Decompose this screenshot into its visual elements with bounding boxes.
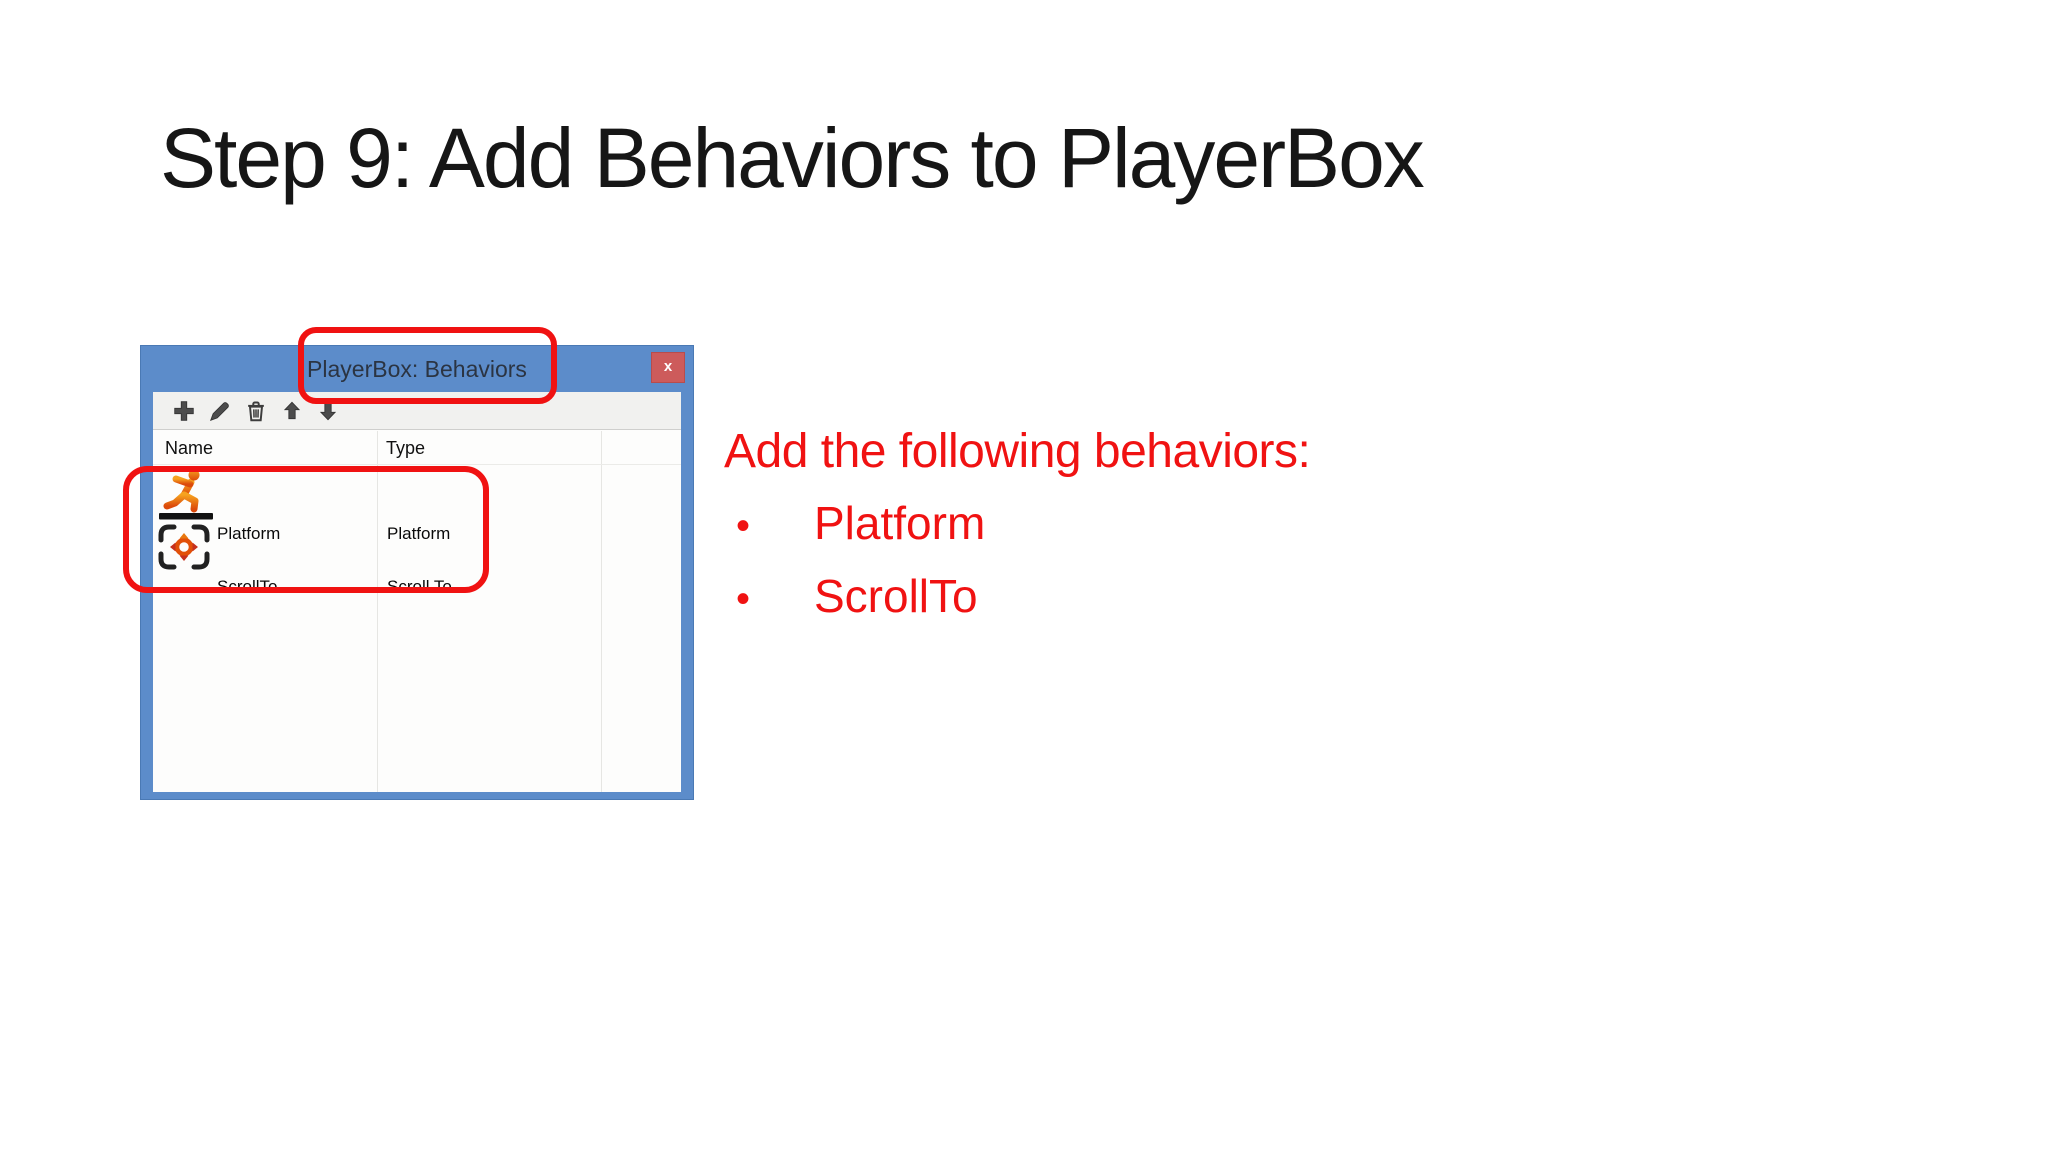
add-icon — [174, 400, 194, 421]
bullet-text: ScrollTo — [814, 570, 978, 622]
scrollto-behavior-icon — [158, 524, 210, 570]
column-header-name[interactable]: Name — [165, 438, 214, 458]
arrow-up-icon — [283, 401, 301, 419]
add-behavior-button[interactable] — [171, 398, 197, 424]
behaviors-list: Name Type — [153, 431, 681, 792]
move-up-button[interactable] — [279, 398, 305, 424]
header-divider — [153, 464, 681, 465]
trash-icon — [248, 401, 264, 421]
column-divider — [377, 431, 378, 792]
behavior-name: Platform — [217, 524, 281, 543]
annotation-box-title — [298, 327, 557, 404]
close-button[interactable]: x — [651, 352, 685, 383]
bullet-icon: • — [736, 504, 751, 548]
instruction-heading: Add the following behaviors: — [724, 425, 1311, 478]
slide-title: Step 9: Add Behaviors to PlayerBox — [160, 111, 1425, 205]
dialog-titlebar[interactable]: PlayerBox: Behaviors x — [141, 346, 693, 392]
behavior-type: Platform — [387, 524, 451, 543]
instruction-bullet: • ScrollTo — [736, 570, 978, 623]
bullet-text: Platform — [814, 497, 986, 549]
close-icon: x — [663, 358, 673, 375]
delete-behavior-button[interactable] — [243, 398, 269, 424]
dialog-title: PlayerBox: Behaviors — [307, 356, 527, 382]
bullet-icon: • — [736, 577, 751, 621]
platform-behavior-icon — [159, 469, 213, 520]
annotation-box-rows — [123, 466, 489, 593]
edit-behavior-button[interactable] — [207, 398, 233, 424]
column-header-type[interactable]: Type — [386, 438, 426, 458]
instruction-bullet: • Platform — [736, 497, 985, 550]
column-divider — [601, 431, 602, 792]
edit-icon — [209, 401, 229, 421]
